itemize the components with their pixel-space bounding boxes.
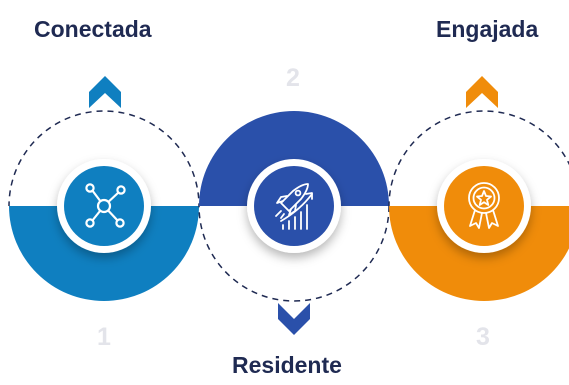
step-3-up-chevron-icon — [466, 76, 498, 108]
step-1-number: 1 — [97, 323, 111, 351]
rocket-growth-chart-icon — [275, 183, 313, 230]
step-2-half-fill — [199, 111, 389, 206]
step-1-title: Conectada — [34, 16, 152, 42]
step-2-down-chevron-icon — [278, 303, 310, 335]
step-2-badge — [247, 159, 341, 253]
award-ribbon-star-icon — [468, 182, 500, 229]
step-3-title: Engajada — [436, 16, 539, 42]
step-1-badge — [57, 159, 151, 253]
step-2-dashed-arc — [198, 206, 390, 302]
step-1-up-chevron-icon — [89, 76, 121, 108]
step-2-ring — [198, 111, 390, 335]
step-2-number: 2 — [286, 64, 300, 92]
network-nodes-icon — [85, 183, 126, 228]
step-2-title: Residente — [232, 352, 342, 378]
step-3-number: 3 — [476, 323, 490, 351]
step-1-ring — [8, 76, 200, 301]
step-1-half-fill — [9, 206, 199, 301]
step-3-badge — [437, 159, 531, 253]
